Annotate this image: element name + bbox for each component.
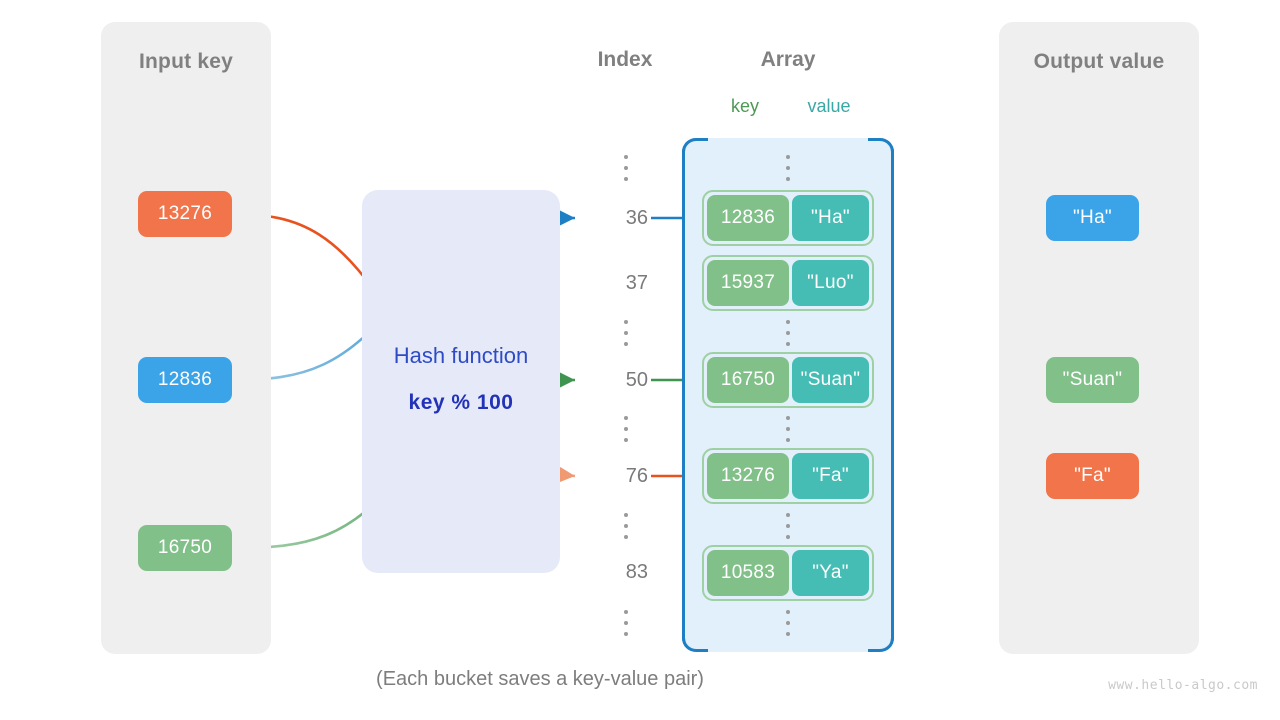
array-ellipsis-bottom xyxy=(781,610,795,636)
array-corner-bottom-right xyxy=(868,638,894,652)
index-label-37: 37 xyxy=(625,272,648,294)
index-ellipsis-4 xyxy=(619,513,633,539)
index-label-50: 50 xyxy=(625,369,648,391)
bucket-36[interactable]: 12836 "Ha" xyxy=(702,190,874,246)
array-column-header: Array xyxy=(760,48,816,71)
bucket-value-fa: "Fa" xyxy=(792,453,869,499)
input-key-box-12836[interactable]: 12836 xyxy=(138,357,232,403)
input-key-box-13276[interactable]: 13276 xyxy=(138,191,232,237)
index-ellipsis-2 xyxy=(619,320,633,346)
hash-function-formula: key % 100 xyxy=(408,391,514,414)
bucket-key-15937: 15937 xyxy=(707,260,789,306)
output-value-panel: Output value xyxy=(999,22,1199,654)
index-label-76: 76 xyxy=(625,465,648,487)
bucket-value-ha: "Ha" xyxy=(792,195,869,241)
array-ellipsis-2 xyxy=(781,320,795,346)
output-value-box-ha[interactable]: "Ha" xyxy=(1046,195,1139,241)
output-value-box-fa[interactable]: "Fa" xyxy=(1046,453,1139,499)
bucket-key-16750: 16750 xyxy=(707,357,789,403)
array-corner-top-left xyxy=(682,138,708,152)
array-corner-top-right xyxy=(868,138,894,152)
bucket-value-suan: "Suan" xyxy=(792,357,869,403)
value-subheader: value xyxy=(807,96,851,116)
index-ellipsis-3 xyxy=(619,416,633,442)
bucket-key-10583: 10583 xyxy=(707,550,789,596)
output-value-box-suan[interactable]: "Suan" xyxy=(1046,357,1139,403)
index-ellipsis-top xyxy=(619,155,633,181)
index-label-83: 83 xyxy=(625,561,648,583)
bucket-value-luo: "Luo" xyxy=(792,260,869,306)
hash-function-box xyxy=(362,190,560,573)
array-ellipsis-3 xyxy=(781,416,795,442)
input-key-box-16750[interactable]: 16750 xyxy=(138,525,232,571)
output-panel-title: Output value xyxy=(1033,50,1165,73)
bucket-83[interactable]: 10583 "Ya" xyxy=(702,545,874,601)
bucket-key-12836: 12836 xyxy=(707,195,789,241)
index-ellipsis-bottom xyxy=(619,610,633,636)
bucket-value-ya: "Ya" xyxy=(792,550,869,596)
watermark: www.hello-algo.com xyxy=(1108,678,1258,693)
input-panel-title: Input key xyxy=(139,50,233,73)
bucket-50[interactable]: 16750 "Suan" xyxy=(702,352,874,408)
array-ellipsis-top xyxy=(781,155,795,181)
bucket-76[interactable]: 13276 "Fa" xyxy=(702,448,874,504)
bucket-37[interactable]: 15937 "Luo" xyxy=(702,255,874,311)
index-label-36: 36 xyxy=(625,207,648,229)
array-corner-bottom-left xyxy=(682,638,708,652)
index-column-header: Index xyxy=(597,48,653,71)
bucket-key-13276: 13276 xyxy=(707,453,789,499)
hash-function-label: Hash function xyxy=(393,343,529,368)
array-ellipsis-4 xyxy=(781,513,795,539)
diagram-caption: (Each bucket saves a key-value pair) xyxy=(376,668,704,690)
key-subheader: key xyxy=(730,96,759,116)
